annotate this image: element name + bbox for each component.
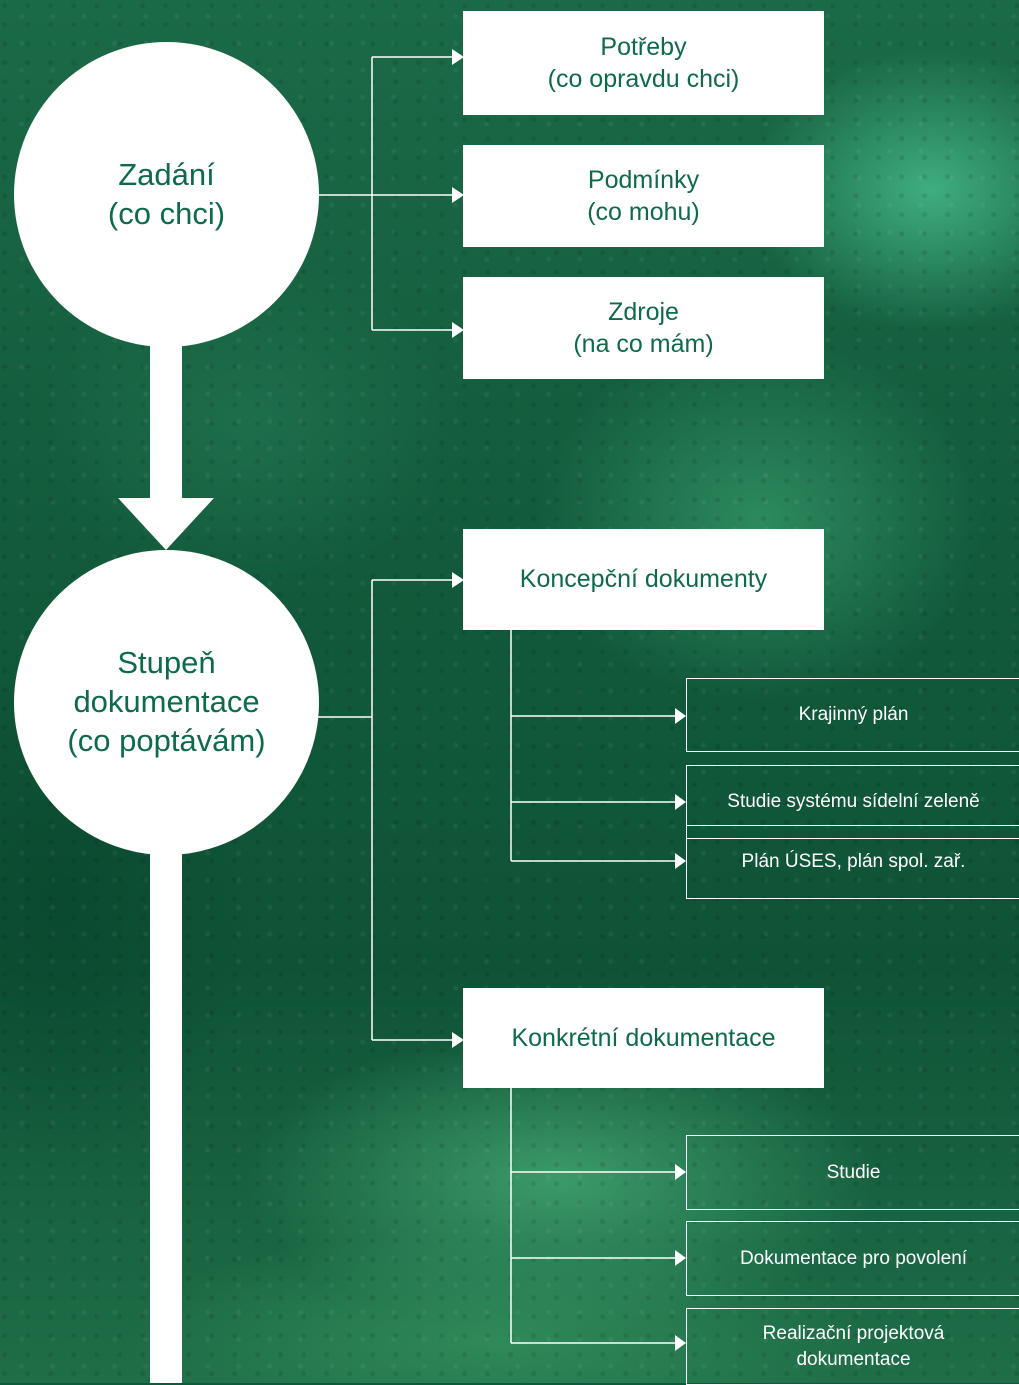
item-dokumentace-pro-povoleni: Dokumentace pro povolení: [686, 1221, 1019, 1296]
flow-arrow-down-icon: [118, 498, 214, 550]
arrow-right-icon: [675, 708, 686, 724]
node-koncepcni-dokumenty: Koncepční dokumenty: [463, 529, 824, 630]
realizacni-label-line2: dokumentace: [796, 1348, 911, 1370]
potreby-title: Potřeby: [600, 32, 687, 61]
studie-systemu-label: Studie systému sídelní zeleně: [727, 791, 980, 813]
node-konkretni-dokumentace: Konkrétní dokumentace: [463, 988, 824, 1088]
spine-lower: [150, 780, 182, 1383]
zadani-branches: [318, 56, 452, 331]
node-zdroje: Zdroje (na co mám): [463, 277, 824, 379]
zdroje-title: Zdroje: [608, 297, 679, 326]
item-realizacni-dokumentace: Realizační projektová dokumentace: [686, 1308, 1019, 1385]
stupen-branches: [318, 579, 452, 1041]
dokumentace-pro-povoleni-label: Dokumentace pro povolení: [739, 1247, 968, 1269]
podminky-subtitle: (co mohu): [587, 198, 700, 226]
arrow-right-icon: [675, 794, 686, 810]
arrow-right-icon: [675, 1250, 686, 1266]
node-zadani: Zadání (co chci): [14, 42, 319, 347]
potreby-subtitle: (co opravdu chci): [547, 65, 740, 93]
koncepcni-branches: [510, 630, 676, 862]
item-studie-systemu: Studie systému sídelní zeleně: [686, 765, 1019, 839]
zadani-title: Zadání: [118, 156, 215, 192]
plan-uses-label: Plán ÚSES, plán spol. zař.: [741, 851, 966, 873]
zadani-subtitle: (co chci): [107, 195, 226, 231]
node-stupen-dokumentace: Stupeň dokumentace (co poptávám): [14, 550, 319, 855]
item-krajinny-plan: Krajinný plán: [686, 678, 1019, 752]
arrow-right-icon: [452, 322, 464, 338]
zdroje-subtitle: (na co mám): [573, 330, 714, 358]
arrow-right-icon: [452, 49, 464, 65]
stupen-title-line2: dokumentace: [73, 684, 260, 720]
realizacni-label-line1: Realizační projektová: [762, 1322, 945, 1344]
arrow-right-icon: [675, 1335, 686, 1351]
item-plan-uses: Plán ÚSES, plán spol. zař.: [686, 825, 1019, 899]
arrow-right-icon: [675, 853, 686, 869]
node-potreby: Potřeby (co opravdu chci): [463, 11, 824, 115]
arrow-right-icon: [675, 1164, 686, 1180]
arrow-right-icon: [452, 572, 464, 588]
podminky-title: Podmínky: [587, 165, 700, 194]
item-studie: Studie: [686, 1135, 1019, 1210]
stupen-title-line1: Stupeň: [117, 645, 216, 681]
node-podminky: Podmínky (co mohu): [463, 145, 824, 247]
koncepcni-label: Koncepční dokumenty: [519, 565, 768, 594]
arrow-right-icon: [452, 1032, 464, 1048]
stupen-subtitle: (co poptávám): [67, 722, 266, 758]
arrow-right-icon: [452, 187, 464, 203]
konkretni-label: Konkrétní dokumentace: [511, 1023, 776, 1052]
konkretni-branches: [510, 1088, 676, 1344]
studie-label: Studie: [826, 1161, 881, 1183]
krajinny-plan-label: Krajinný plán: [798, 704, 909, 726]
